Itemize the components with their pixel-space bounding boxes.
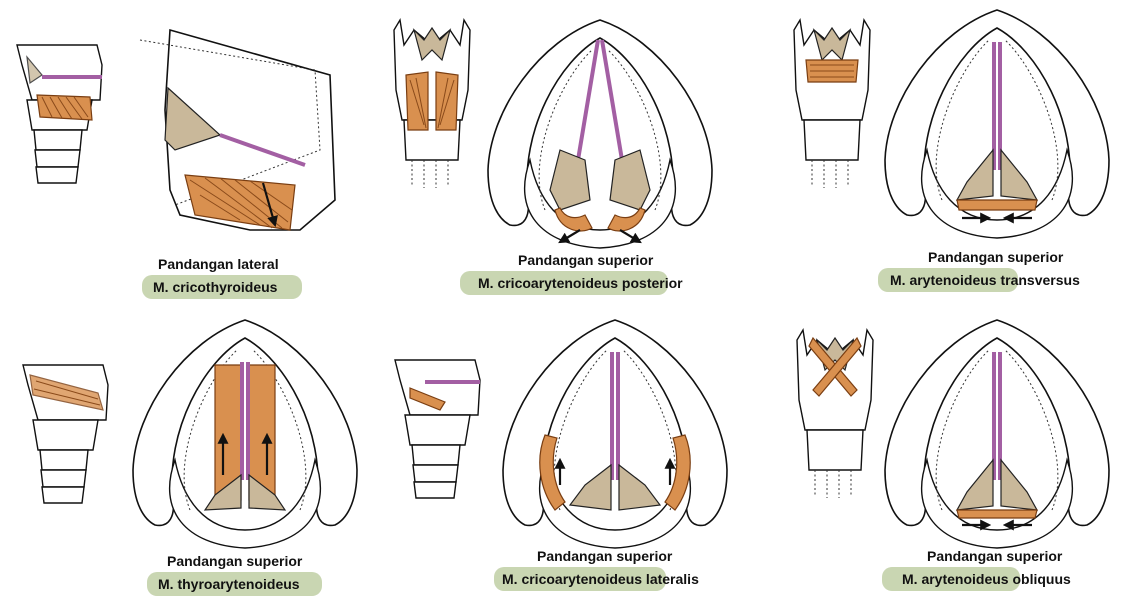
panel-3-muscle-suffix: transversus [996,272,1080,288]
arytenoid-transverse-small-view [793,19,871,189]
panel-5-highlight [494,567,666,591]
panel-3-view-label: Pandangan superior [928,249,1064,265]
panel-6-muscle-suffix: obliquus [1008,571,1071,587]
cricothyroid-large-lateral-view [139,28,336,231]
panel-6-muscle-name: M. arytenoideus [902,571,1009,587]
cricoarytenoid-lateral-small-view [394,359,481,499]
panel-2-muscle-suffix: posterior [618,275,683,291]
panel-6-muscle-label: M. arytenoideus obliquus [902,571,1071,587]
thyroarytenoid-small-lateral-view [22,364,109,504]
panel-5-view-label: Pandangan superior [537,548,673,564]
panel-2-view-label: Pandangan superior [518,252,654,268]
panel-4-highlight [147,572,322,596]
cricoarytenoid-posterior-small-view [393,19,471,189]
panel-3-muscle-label: M. arytenoideus transversus [890,272,1080,288]
arytenoid-transverse-superior-view [884,9,1110,239]
panel-6-view-label: Pandangan superior [927,548,1063,564]
panel-4-muscle-name: M. thyroarytenoideus [158,576,300,592]
panel-5-muscle-suffix: lateralis [642,571,699,587]
panel-4-muscle-label: M. thyroarytenoideus [158,576,300,592]
panel-2-highlight [460,271,668,295]
panel-3-highlight [878,268,1018,292]
panel-2-muscle-label: M. cricoarytenoideus posterior [478,275,683,291]
panel-1-view-label: Pandangan lateral [158,256,279,272]
panel-1-muscle-name: M. cricothyroideus [153,279,278,295]
panel-5-muscle-name: M. cricoarytenoideus [502,571,643,587]
panel-1-highlight [142,275,302,299]
panel-2-muscle-name: M. cricoarytenoideus [478,275,619,291]
arytenoid-oblique-small-view [796,329,874,499]
arytenoid-oblique-superior-view [884,319,1110,549]
cricoarytenoid-lateral-superior-view [502,319,728,549]
panel-4-view-label: Pandangan superior [167,553,303,569]
panel-3-muscle-name: M. arytenoideus [890,272,997,288]
panel-1-muscle-label: M. cricothyroideus [153,279,277,295]
cricoarytenoid-posterior-superior-view [487,19,713,249]
panel-6-highlight [882,567,1020,591]
panel-5-muscle-label: M. cricoarytenoideus lateralis [502,571,699,587]
thyroarytenoid-superior-view [132,319,358,549]
cricothyroid-small-lateral-view [16,44,103,184]
